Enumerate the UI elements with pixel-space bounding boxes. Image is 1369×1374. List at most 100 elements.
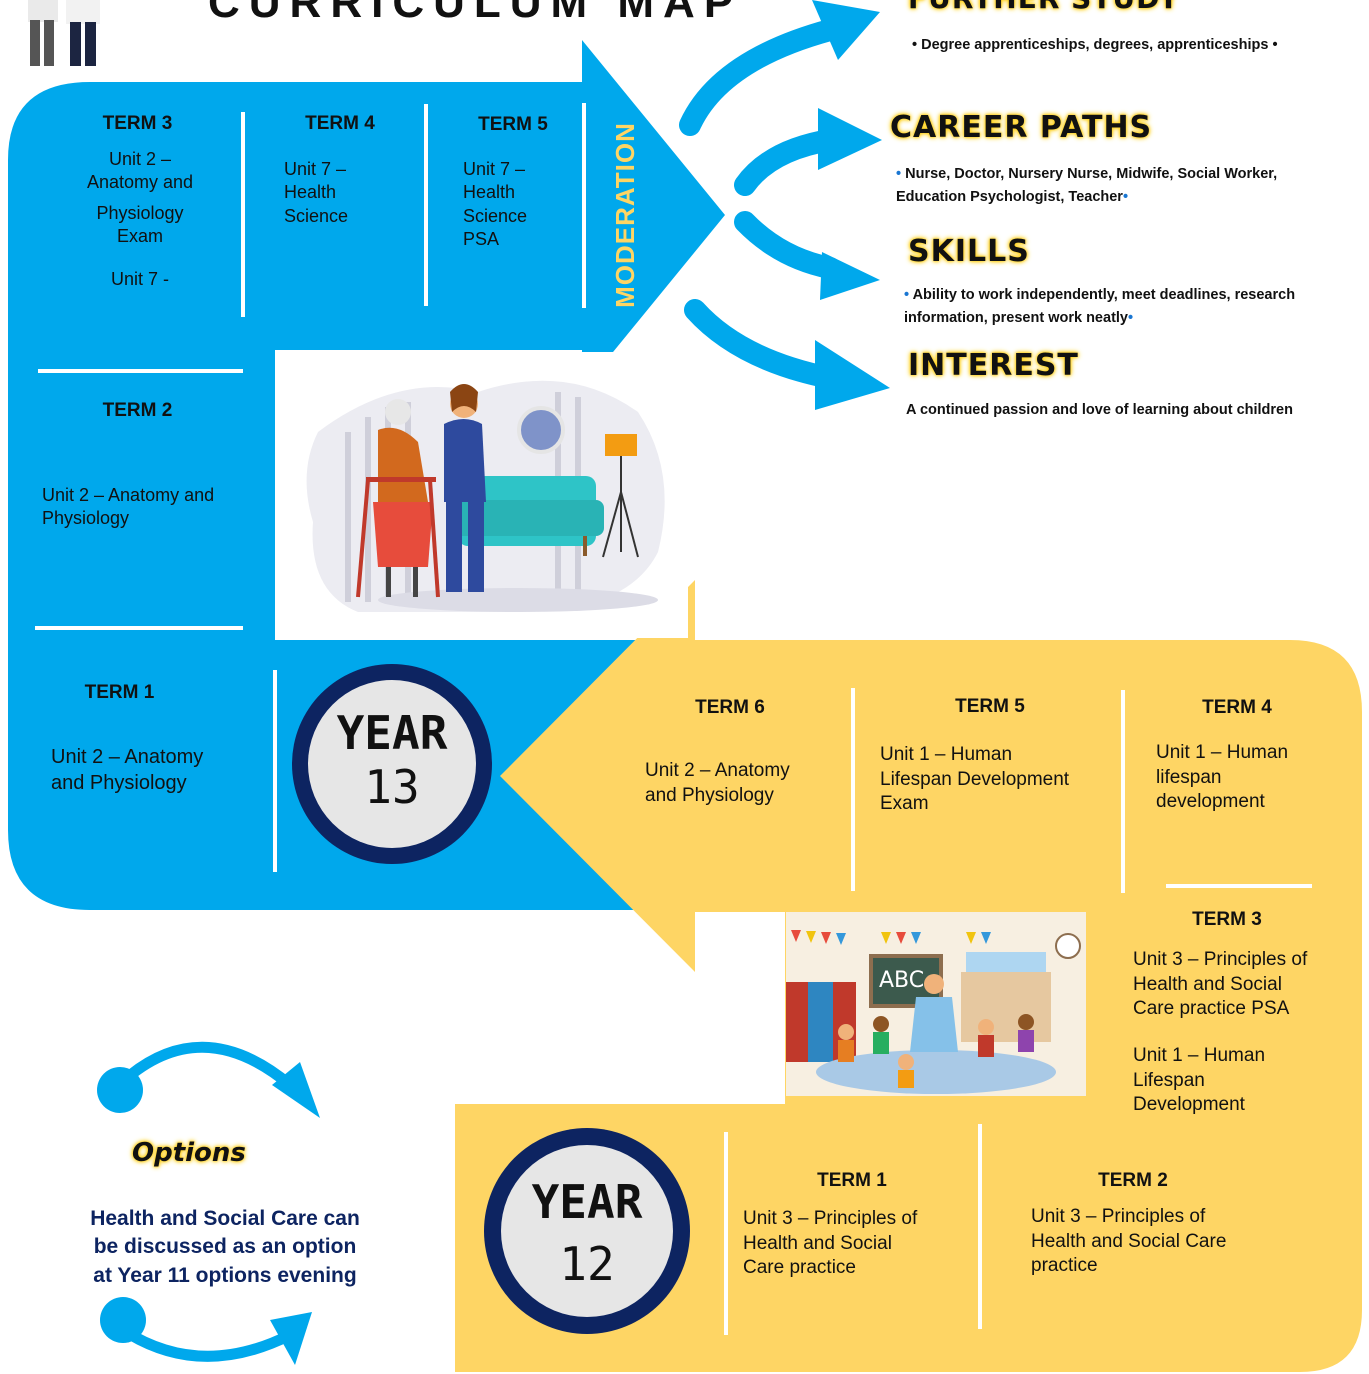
divider <box>582 103 586 308</box>
divider <box>1166 884 1312 888</box>
unit-text: Unit 7 - <box>110 268 170 289</box>
badge-year-number: 12 <box>559 1237 615 1291</box>
options-arrows <box>97 1041 320 1365</box>
unit-text: PSA <box>463 229 500 250</box>
y13-term3-units: Unit 2 – Anatomy and Physiology Exam Uni… <box>70 148 210 291</box>
unit-text: Unit 1 – Human <box>1156 742 1289 763</box>
outcome-text: Nurse, Doctor, Nursery Nurse, Midwife, S… <box>905 166 1278 182</box>
y12-term2-heading: TERM 2 <box>1098 1170 1168 1191</box>
unit-text: Unit 7 – <box>284 159 347 179</box>
badge-year-number: 13 <box>364 760 420 814</box>
care-scene-illustration <box>278 352 688 638</box>
year12-badge: YEAR 12 <box>484 1128 690 1334</box>
outcome-text: Education Psychologist, Teacher <box>896 189 1123 206</box>
unit-text: Lifespan <box>1133 1069 1205 1091</box>
unit-text: Unit 3 – Principles of <box>743 1208 918 1229</box>
unit-text: Science <box>284 205 349 226</box>
unit-text: Anatomy and <box>86 172 194 193</box>
unit-text: lifespan <box>1156 766 1222 788</box>
divider <box>241 112 245 317</box>
y13-term3-heading: TERM 3 <box>102 113 173 134</box>
outcome-text: information, present work neatly <box>904 310 1128 327</box>
further-study-title: FURTHER STUDY <box>908 0 1180 15</box>
unit-text: and Physiology <box>51 772 187 794</box>
unit-text: Unit 2 – Anatomy <box>51 746 204 768</box>
options-line: Health and Social Care can <box>90 1207 360 1230</box>
interest-title: INTEREST <box>908 348 1079 383</box>
unit-text: and Physiology <box>645 784 774 806</box>
y12-term3-units: Unit 3 – Principles of Health and Social… <box>1133 948 1358 1118</box>
divider <box>724 1132 728 1335</box>
unit-text: Physiology <box>96 202 184 223</box>
outcome-text: Degree apprenticeships, degrees, apprent… <box>921 37 1269 53</box>
y12-term6-units: Unit 2 – Anatomy and Physiology <box>645 759 845 808</box>
y12-term4-heading: TERM 4 <box>1202 697 1272 718</box>
y12-term4-units: Unit 1 – Human lifespan development <box>1156 741 1356 815</box>
unit-text: Physiology <box>42 508 130 529</box>
y12-term1-units: Unit 3 – Principles of Health and Social… <box>743 1207 968 1281</box>
interest-text: A continued passion and love of learning… <box>906 402 1293 418</box>
further-study-text: • Degree apprenticeships, degrees, appre… <box>912 37 1278 53</box>
y13-term2-units: Unit 2 – Anatomy and Physiology <box>42 484 252 531</box>
classroom-illustration: ABC <box>786 912 1086 1096</box>
skills-title: SKILLS <box>908 234 1030 269</box>
options-line: be discussed as an option <box>93 1235 357 1259</box>
skills-text: • Ability to work independently, meet de… <box>904 287 1296 327</box>
badge-year-word: YEAR <box>336 706 448 760</box>
unit-text: Exam <box>880 793 929 815</box>
y13-term1-units: Unit 2 – Anatomy and Physiology <box>51 744 261 796</box>
y13-term1-heading: TERM 1 <box>84 682 155 703</box>
options-line: at Year 11 options evening <box>93 1263 357 1287</box>
unit-text: Unit 2 – Anatomy <box>645 760 790 781</box>
page-title: CURRICULUM MAP <box>208 0 743 27</box>
unit-text: Health <box>284 182 337 203</box>
unit-text: Health and Social Care <box>1031 1230 1227 1252</box>
unit-text: Lifespan Development <box>880 768 1070 790</box>
y13-term5-units: Unit 7 – Health Science PSA <box>463 158 583 252</box>
y12-term2-units: Unit 3 – Principles of Health and Social… <box>1031 1205 1271 1279</box>
divider <box>1121 690 1125 893</box>
year13-badge: YEAR 13 <box>292 664 492 864</box>
y13-term5-heading: TERM 5 <box>478 114 548 135</box>
divider <box>978 1124 982 1329</box>
y12-term5-heading: TERM 5 <box>955 696 1025 717</box>
y12-term5-units: Unit 1 – Human Lifespan Development Exam <box>880 743 1110 817</box>
year13-blue-region <box>8 40 725 910</box>
unit-text: Unit 2 – Anatomy and <box>42 485 215 505</box>
unit-text: Health <box>463 182 516 203</box>
badge-year-word: YEAR <box>531 1175 643 1229</box>
board-text: ABC <box>879 968 924 993</box>
outcome-arrowheads <box>812 0 890 410</box>
divider <box>273 670 277 872</box>
y12-term3-heading: TERM 3 <box>1192 909 1262 930</box>
unit-text: Unit 1 – Human <box>1133 1045 1266 1067</box>
unit-text: development <box>1156 791 1265 813</box>
unit-text: Care practice PSA <box>1133 998 1290 1020</box>
unit-text: Unit 2 – <box>108 149 172 169</box>
unit-text: Science <box>463 205 528 226</box>
options-text: Health and Social Care can be discussed … <box>55 1205 395 1290</box>
y12-term1-heading: TERM 1 <box>817 1170 887 1191</box>
unit-text: Care practice <box>743 1257 856 1279</box>
unit-text: Unit 3 – Principles of <box>1031 1206 1206 1227</box>
y13-term4-heading: TERM 4 <box>305 113 375 134</box>
unit-text: Health and Social <box>743 1232 892 1254</box>
unit-text: Unit 1 – Human <box>880 744 1013 765</box>
divider <box>424 104 428 306</box>
career-paths-text: • Nurse, Doctor, Nursery Nurse, Midwife,… <box>896 166 1278 206</box>
outcome-arrows <box>679 19 841 389</box>
moderation-label: MODERATION <box>610 122 640 308</box>
y12-term6-heading: TERM 6 <box>695 697 765 718</box>
divider <box>38 369 243 373</box>
outcome-text: Ability to work independently, meet dead… <box>912 287 1296 303</box>
unit-text: Development <box>1133 1094 1245 1116</box>
divider <box>851 688 855 891</box>
figures-icon <box>28 0 100 66</box>
unit-text: Unit 3 – Principles of <box>1133 949 1308 970</box>
y13-term4-units: Unit 7 – Health Science <box>284 158 414 228</box>
unit-text: Exam <box>116 226 163 247</box>
unit-text: Unit 7 – <box>463 159 526 179</box>
unit-text: Health and Social <box>1133 973 1282 995</box>
y13-term2-heading: TERM 2 <box>102 400 173 421</box>
